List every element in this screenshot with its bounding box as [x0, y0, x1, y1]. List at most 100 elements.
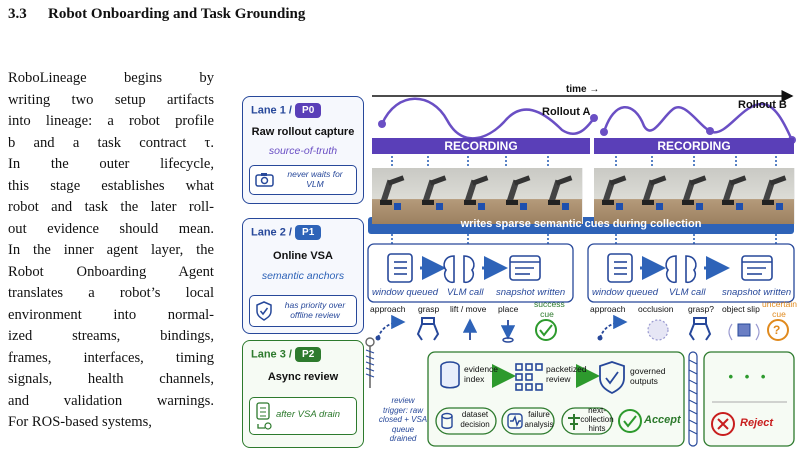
- step-vlm-call: VLM call: [447, 287, 484, 298]
- cue-label-success: success cue: [534, 299, 565, 319]
- right-panel: [703, 351, 795, 447]
- rollout-b-start-dot: [600, 128, 608, 136]
- rollout-a-wave: [380, 97, 596, 140]
- lane2-badge: P1: [295, 225, 322, 240]
- dataset-decision-label: dataset decision: [460, 410, 490, 429]
- step-snapshot-written: snapshot written: [722, 287, 792, 298]
- recording-bar-a: [372, 138, 590, 154]
- reject-label: Reject: [740, 417, 774, 429]
- sparse-cue-banner-text: writes sparse semantic cues during colle…: [460, 218, 702, 230]
- failure-analysis-label: failure analysis: [524, 410, 554, 429]
- failure-analysis-icon: [507, 413, 523, 429]
- cue-label: occlusion: [638, 304, 674, 314]
- rollout-frame-thumbnail: [540, 168, 583, 224]
- body-line: environment into normal-: [8, 306, 214, 323]
- spring-divider-coils: [688, 359, 698, 435]
- lane2-note: has priority over offline review: [284, 300, 346, 320]
- pipeline-figure: Lane 1 / P0 Raw rollout capture source-o…: [242, 0, 799, 468]
- lane3-badge: P2: [295, 347, 322, 362]
- shield-check-icon: [256, 301, 272, 321]
- lane1-note: never waits for VLM: [287, 169, 343, 189]
- rollout-frame-thumbnail: [594, 168, 637, 224]
- uncertain-cue-icon: [767, 319, 789, 341]
- rollout-frame-thumbnail: [674, 168, 717, 224]
- lane2-header: Lane 2 / P1: [251, 225, 322, 240]
- lane1-title: Raw rollout capture: [251, 126, 355, 138]
- queue-icon: [607, 253, 633, 283]
- dataset-icon: [441, 412, 453, 429]
- rollout-a-end-dot: [590, 114, 598, 122]
- cue-label: object slip: [722, 304, 760, 314]
- step-window-queued: window queued: [372, 287, 439, 298]
- packet-icon: [515, 363, 543, 391]
- gripper-uncertain-icon: [688, 317, 712, 341]
- recording-bar-b: [594, 138, 794, 154]
- next-collection-hints-label: next-collection hints: [580, 406, 614, 433]
- cue-label: lift / move: [450, 304, 487, 314]
- occlusion-icon: [647, 319, 669, 341]
- cue-label: grasp: [418, 304, 440, 314]
- cue-label: approach: [370, 304, 406, 314]
- lane1-note-box: never waits for VLM: [249, 165, 357, 195]
- pipeline-box-a: [367, 243, 574, 303]
- body-line: For ROS-based systems,: [8, 414, 152, 430]
- approach-icon: [599, 314, 628, 339]
- reject-x-icon: [711, 412, 735, 436]
- rollout-b-wave: [602, 102, 794, 141]
- queue-icon: [387, 253, 413, 283]
- lane1-badge: P0: [295, 103, 322, 118]
- signpost-icon: [568, 414, 580, 430]
- object-slip-icon: [737, 323, 751, 337]
- camera-icon: [255, 173, 274, 187]
- trigger-spring: [365, 349, 375, 378]
- brain-icon: [665, 255, 697, 284]
- output-pills: [435, 407, 613, 435]
- body-line: b and a task contract τ.: [8, 134, 214, 151]
- time-label: time →: [566, 84, 600, 95]
- approach-icon: [377, 314, 406, 339]
- body-line: ized streams, bindings,: [8, 328, 214, 344]
- snapshot-icon: [741, 255, 773, 281]
- body-line: this stage establishes what: [8, 177, 214, 194]
- body-line: Robot Onboarding Agent: [8, 263, 214, 280]
- rollout-b-label: Rollout B: [738, 99, 787, 111]
- recording-label-a: RECORDING: [444, 139, 518, 153]
- lane3-note-box: after VSA drain: [249, 397, 357, 435]
- packetized-review-label: packetized review: [546, 364, 587, 384]
- lane2-label: Lane 2 /: [251, 226, 292, 239]
- body-text: RoboLineage begins by writing two setup …: [8, 68, 214, 434]
- lane3-title: Async review: [267, 371, 339, 383]
- body-line: into lineage: a robot profile: [8, 113, 214, 129]
- lane2-subtitle: semantic anchors: [261, 270, 345, 282]
- queue-drain-icon: [256, 402, 272, 430]
- lane2-note-box: has priority over offline review: [249, 295, 357, 327]
- body-line: out evidence should mean.: [8, 220, 214, 237]
- cue-label: place: [498, 304, 519, 314]
- body-line: robot and task the later roll-: [8, 199, 214, 215]
- lane2-title: Online VSA: [273, 250, 333, 262]
- accept-label: Accept: [644, 414, 681, 426]
- review-trigger-note: review trigger: raw closed + VSA queue d…: [378, 396, 428, 443]
- recording-label-b: RECORDING: [657, 139, 731, 153]
- body-line: signals, health channels,: [8, 371, 214, 387]
- step-window-queued: window queued: [592, 287, 659, 298]
- body-line: translates a robot’s local: [8, 285, 214, 301]
- evidence-index-label: evidence index: [464, 364, 499, 384]
- step-vlm-call: VLM call: [669, 287, 706, 298]
- rollout-frame-thumbnail: [456, 168, 499, 224]
- cue-label-uncertain: uncertain cue: [762, 299, 797, 319]
- brain-icon: [443, 255, 475, 284]
- rollout-frame-thumbnail: [634, 168, 677, 224]
- shield-icon: [599, 361, 625, 395]
- rollout-a-label: Rollout A: [542, 106, 591, 118]
- lane1-box: Lane 1 / P0 Raw rollout capture source-o…: [242, 96, 364, 204]
- question-mark-icon: ?: [773, 323, 781, 337]
- cue-label: approach: [590, 304, 626, 314]
- lane3-note: after VSA drain: [276, 409, 341, 420]
- rollout-frame-thumbnail: [372, 168, 415, 224]
- body-line: writing two setup artifacts: [8, 91, 214, 108]
- snapshot-icon: [509, 255, 541, 281]
- body-line: In the inner agent layer, the: [8, 242, 214, 258]
- section-title: Robot Onboarding and Task Grounding: [48, 6, 306, 22]
